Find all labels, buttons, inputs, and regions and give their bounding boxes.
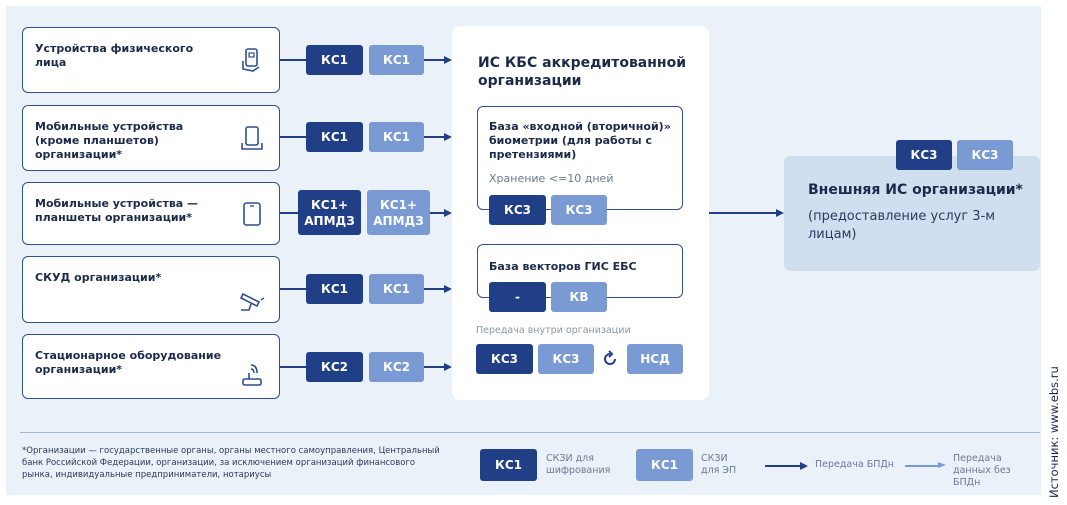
arrow-line — [424, 136, 444, 138]
legend-arrow-dark-head — [800, 462, 808, 470]
ks-encryption-badge: КС1 — [306, 122, 363, 152]
device-label: Стационарное оборудование организации* — [35, 349, 222, 376]
external-system-box — [784, 156, 1040, 271]
arrow-line — [424, 366, 444, 368]
ks-encryption-badge: КС3 — [489, 195, 546, 225]
arrow-head — [444, 133, 452, 141]
arrow-head — [444, 209, 452, 217]
ks-signature-badge: КС3 — [538, 344, 594, 374]
device-box-personal: Устройства физического лица — [22, 27, 280, 93]
device-box-mobile: Мобильные устройства (кроме планшетов) о… — [22, 105, 280, 171]
arrow-line — [424, 288, 444, 290]
ks-signature-badge: КС1 — [369, 122, 424, 152]
vectors-db-title: База векторов ГИС ЕБС — [489, 260, 637, 273]
arrow-head — [444, 363, 452, 371]
ks-signature-badge: КС2 — [369, 352, 424, 382]
mobile-device-icon — [239, 125, 265, 151]
device-label: Устройства физического лица — [35, 42, 194, 69]
device-box-tablet: Мобильные устройства — планшеты организа… — [22, 182, 280, 245]
arrow-line — [424, 59, 444, 61]
arrow-line — [430, 212, 444, 214]
device-box-stationary: Стационарное оборудование организации* — [22, 334, 280, 399]
ks-encryption-badge: КС2 — [306, 352, 363, 382]
input-biometrics-db-title: База «входной (вторичной)» биометрии (дл… — [489, 120, 671, 161]
arrow-line — [280, 59, 306, 61]
hand-phone-icon — [239, 47, 265, 73]
ks-signature-badge: КС1 — [369, 45, 424, 75]
device-label: Мобильные устройства (кроме планшетов) о… — [35, 120, 184, 161]
device-label: Мобильные устройства — планшеты организа… — [35, 197, 199, 224]
legend-arrow-light-head — [938, 462, 946, 468]
arrow-line — [280, 136, 306, 138]
ks-signature-badge: КВ — [551, 282, 607, 312]
external-system-title: Внешняя ИС организации* — [808, 182, 1023, 198]
ks-encryption-badge: - — [489, 282, 546, 312]
device-box-skud: СКУД организации* — [22, 256, 280, 323]
arrow-line — [709, 212, 776, 214]
camera-icon — [239, 286, 265, 312]
arrow-head — [444, 56, 452, 64]
arrow-line — [280, 212, 298, 214]
arrow-head — [776, 209, 784, 217]
nsd-badge: НСД — [627, 344, 683, 374]
ks-signature-badge: КС3 — [551, 195, 607, 225]
footer-divider — [20, 432, 1040, 433]
legend-arrow-dark-text: Передача БПДн — [815, 459, 895, 470]
external-system-subtitle: (предоставление услуг 3-м лицам) — [808, 209, 996, 242]
legend-arrow-light-line — [905, 465, 938, 467]
arrow-head — [444, 285, 452, 293]
terminal-icon — [239, 361, 265, 387]
ks-encryption-badge: КС1 — [306, 45, 363, 75]
ks-signature-badge: КС1+ АПМДЗ — [367, 190, 430, 235]
storage-note: Хранение <=10 дней — [489, 172, 614, 185]
legend-arrow-dark-line — [765, 465, 800, 467]
internal-transfer-label: Передача внутри организации — [476, 325, 631, 336]
refresh-icon — [600, 349, 620, 369]
legend-signature-text: СКЗИ для ЭП — [701, 453, 737, 476]
ks-signature-badge: КС1 — [369, 274, 424, 304]
legend-arrow-light-text: Передача данных без БПДн — [953, 453, 1011, 488]
legend-encryption-text: СКЗИ для шифрования — [546, 453, 611, 476]
ks-encryption-badge: КС3 — [476, 344, 533, 374]
ks-encryption-badge: КС1+ АПМДЗ — [298, 190, 361, 235]
ks-encryption-badge: КС1 — [306, 274, 363, 304]
arrow-line — [280, 366, 306, 368]
legend-encryption-badge: КС1 — [480, 449, 537, 481]
source-caption: Источник: www.ebs.ru — [1047, 366, 1061, 498]
ks-signature-badge: КС3 — [957, 140, 1013, 170]
ks-encryption-badge: КС3 — [896, 140, 952, 170]
arrow-line — [280, 288, 306, 290]
footnote: *Организации — государственные органы, о… — [22, 446, 440, 480]
tablet-icon — [239, 201, 265, 227]
legend-signature-badge: КС1 — [636, 449, 693, 481]
panel-title: ИС КБС аккредитованной организации — [478, 55, 687, 89]
device-label: СКУД организации* — [35, 271, 162, 284]
